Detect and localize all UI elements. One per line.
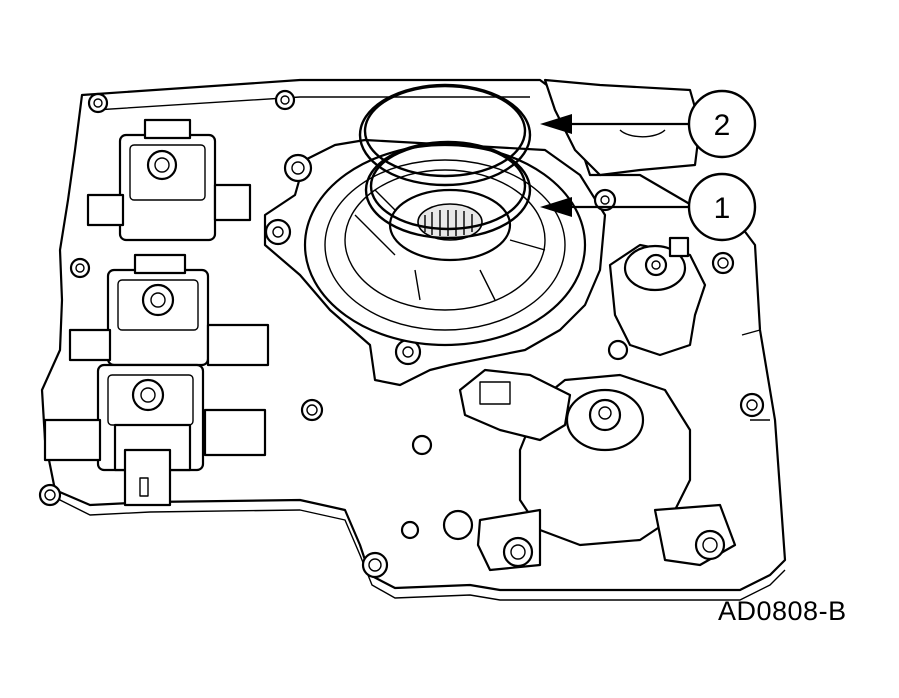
callout-1: 1 [687,172,757,242]
figure-id-label: AD0808-B [718,596,847,626]
callout-2-label: 2 [714,109,731,142]
callout-2: 2 [687,89,757,159]
solenoid-lower [43,363,267,507]
callout-1-label: 1 [714,192,731,225]
leader-lines [540,114,690,217]
o-ring-inner [364,140,532,240]
mounting-holes [38,89,765,579]
solenoid-middle [68,253,270,367]
o-ring-outer [358,83,532,187]
solenoid-upper [86,118,252,242]
electrical-connector [458,339,629,442]
upper-right-solenoid [608,236,707,357]
